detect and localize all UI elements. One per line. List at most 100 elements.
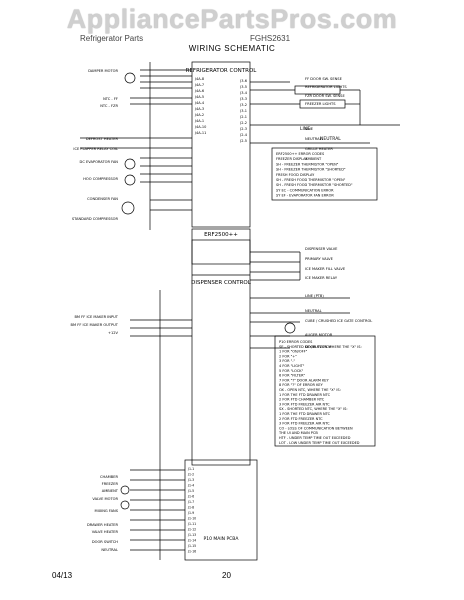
pin-label: J4A-3 [194,107,204,111]
p10-code-line: P10 ERROR CODES [279,340,313,344]
line-bus-label: LINE [300,126,310,132]
error-code-line: FRESH FOOD DISPLAY [276,173,315,177]
pin-label: J4A-5 [194,95,204,99]
pin-label: J1-2 [187,473,194,477]
refrigerator-control-block [191,61,251,228]
erf-label: ERF2500++ [204,232,238,238]
right-component-label: ICE MAKER FILL VALVE [305,267,346,271]
left-component-label: DEFROST HEATER [86,137,119,141]
pin-label: J4A-8 [194,77,204,81]
p10-code-line: 3 FOR FTD FREEZER AIR NTC [279,422,330,426]
pin-label: J1-12 [187,528,196,532]
right-component-label: GRILLE HEATER [305,147,333,151]
error-code-line: SH - FREEZER THERMISTOR "OPEN" [276,162,339,166]
right-component-label: ICE MAKER RELAY [305,276,338,280]
pin-label: J2-3 [239,127,247,131]
pin-label: J4A-4 [194,101,205,105]
p10-code-line: SE - SHORTED KEY/BUTTON WHERE THE "X" IS… [279,345,362,349]
p10-code-line: 2 FOR "+" [279,354,297,358]
pin-label: J1-8 [187,506,194,510]
pin-label: J1-6 [187,495,194,499]
right-component-label: NEUTRAL [305,309,322,313]
pin-label: J4A-2 [194,113,204,117]
pin-label: J1-13 [187,533,196,537]
left-component-label: FREEZER [102,482,119,486]
error-code-line: SH - FRESH FOOD THERMISTOR "SHORTED" [276,183,353,187]
page-title: WIRING SCHEMATIC [188,44,276,53]
left-component-label: HOO COMPRESSOR [83,177,118,181]
pin-label: J4A-7 [194,83,204,87]
auger-motor-symbol [284,322,296,334]
refrigerator-control-label: REFRIGERATOR CONTROL [186,68,258,74]
pin-label: J3-3 [239,97,247,101]
right-component-label: FREEZER LIGHTS [305,102,336,106]
left-component-label: VALVE MOTOR [92,497,118,501]
pin-label: J3-1 [239,109,247,113]
left-component-label: CONDENSER FAN [87,197,118,201]
right-component-label: LINE (PTB) [305,294,324,298]
pin-label: J4A-6 [194,89,204,93]
pin-label: J1-7 [187,500,194,504]
pin-label: J1-10 [187,517,196,521]
left-component-label: DC EVAPORATOR FAN [80,160,119,164]
p10-code-line: 6 FOR "FILTER" [279,374,306,378]
rc-left-pins: J4A-8J4A-7J4A-6J4A-5J4A-4J4A-3J4A-2J4A-1… [194,77,206,135]
main-pcba-label: P10 MAIN PCBA [204,536,240,542]
p10-code-line: 7 FOR "?" DOOR ALARM KEY [279,378,329,382]
right-component-label: FZR DOOR SW. SENSE [305,94,345,98]
neutral-bus-label: NEUTRAL [320,136,341,142]
p10-code-line: THE UI AND MAIN PCB [278,431,318,435]
right-component-label: FF DOOR SW. SENSE [305,77,343,81]
pin-label: J1-9 [187,511,194,515]
p10-code-line: 1 FOR "ON/OFF" [279,350,308,354]
footer-page-number: 20 [222,571,231,580]
left-component-label: CHAMBER [100,475,119,479]
pin-label: J2-1 [239,115,247,119]
left-component-label: +12V [108,331,119,335]
left-component-label: NTC - FZR [100,104,118,108]
left-component-label: BM FF ICE MAKER OUTPUT [71,323,119,327]
p10-code-line: 2 FOR FTD FREEZER NTC [279,417,323,421]
left-component-label: DAMPER MOTOR [88,69,118,73]
erf-error-code-box [271,147,378,201]
header-right-text: FGHS2631 [250,34,291,43]
damper-motor-symbol [124,72,136,84]
header-left-text: Refrigerator Parts [80,34,144,43]
dispenser-control-label: DISPENSER CONTROL [191,280,252,286]
right-component-label: DISPENSER VALVE [305,247,338,251]
pcb-left-pins: J1-1J1-2J1-3J1-4J1-5J1-6J1-7J1-8J1-9J1-1… [187,467,196,554]
p10-code-line: 1 FOR THE FTD DRAWER NTC [279,393,331,397]
left-component-label: DOOR SWITCH [92,540,118,544]
evaporator-fan-symbol [124,158,136,170]
error-code-line: SY EC - COMMUNICATION ERROR [276,188,334,192]
right-component-label: PRIMARY VALVE [305,257,334,261]
right-component-label: AUGER MOTOR [305,333,333,337]
watermark: AppliancePartsPros.com [66,4,398,34]
error-code-line: ERF2500++ ERROR CODES [276,152,325,156]
mixing-fans-symbol [120,500,130,510]
valve-motor-symbol [120,485,130,495]
p10-code-line: 3 FOR FTD FREEZER AIR NTC [279,402,330,406]
p10-code-line: 2 FOR FTD CHAMBER NTC [279,398,325,402]
left-component-label: ICE FLAPPER RELAY COIL [73,147,118,151]
pin-label: J2-5 [239,139,247,143]
p10-code-line: OX - OPEN NTC, WHERE THE "X" IS: [279,388,341,392]
left-component-label: MIXING FANS [95,509,119,513]
right-component-label: NEUTRAL [305,137,322,141]
p10-code-line: LOT - LOW UNDER TEMP TIME OUT EXCEEDED [279,441,360,445]
left-component-label: STANDARD COMPRESSOR [72,217,119,221]
pin-label: J3-6 [239,79,247,83]
p10-code-line: 3 FOR "-" [279,359,296,363]
pin-label: J3-2 [239,103,247,107]
pin-label: J1-15 [187,544,196,548]
pin-label: J3-4 [239,91,248,95]
right-component-label: LINE [305,127,314,131]
footer-date: 04/13 [52,571,73,580]
error-code-line: SH - FRESH FOOD THERMISTOR "OPEN" [276,178,346,182]
